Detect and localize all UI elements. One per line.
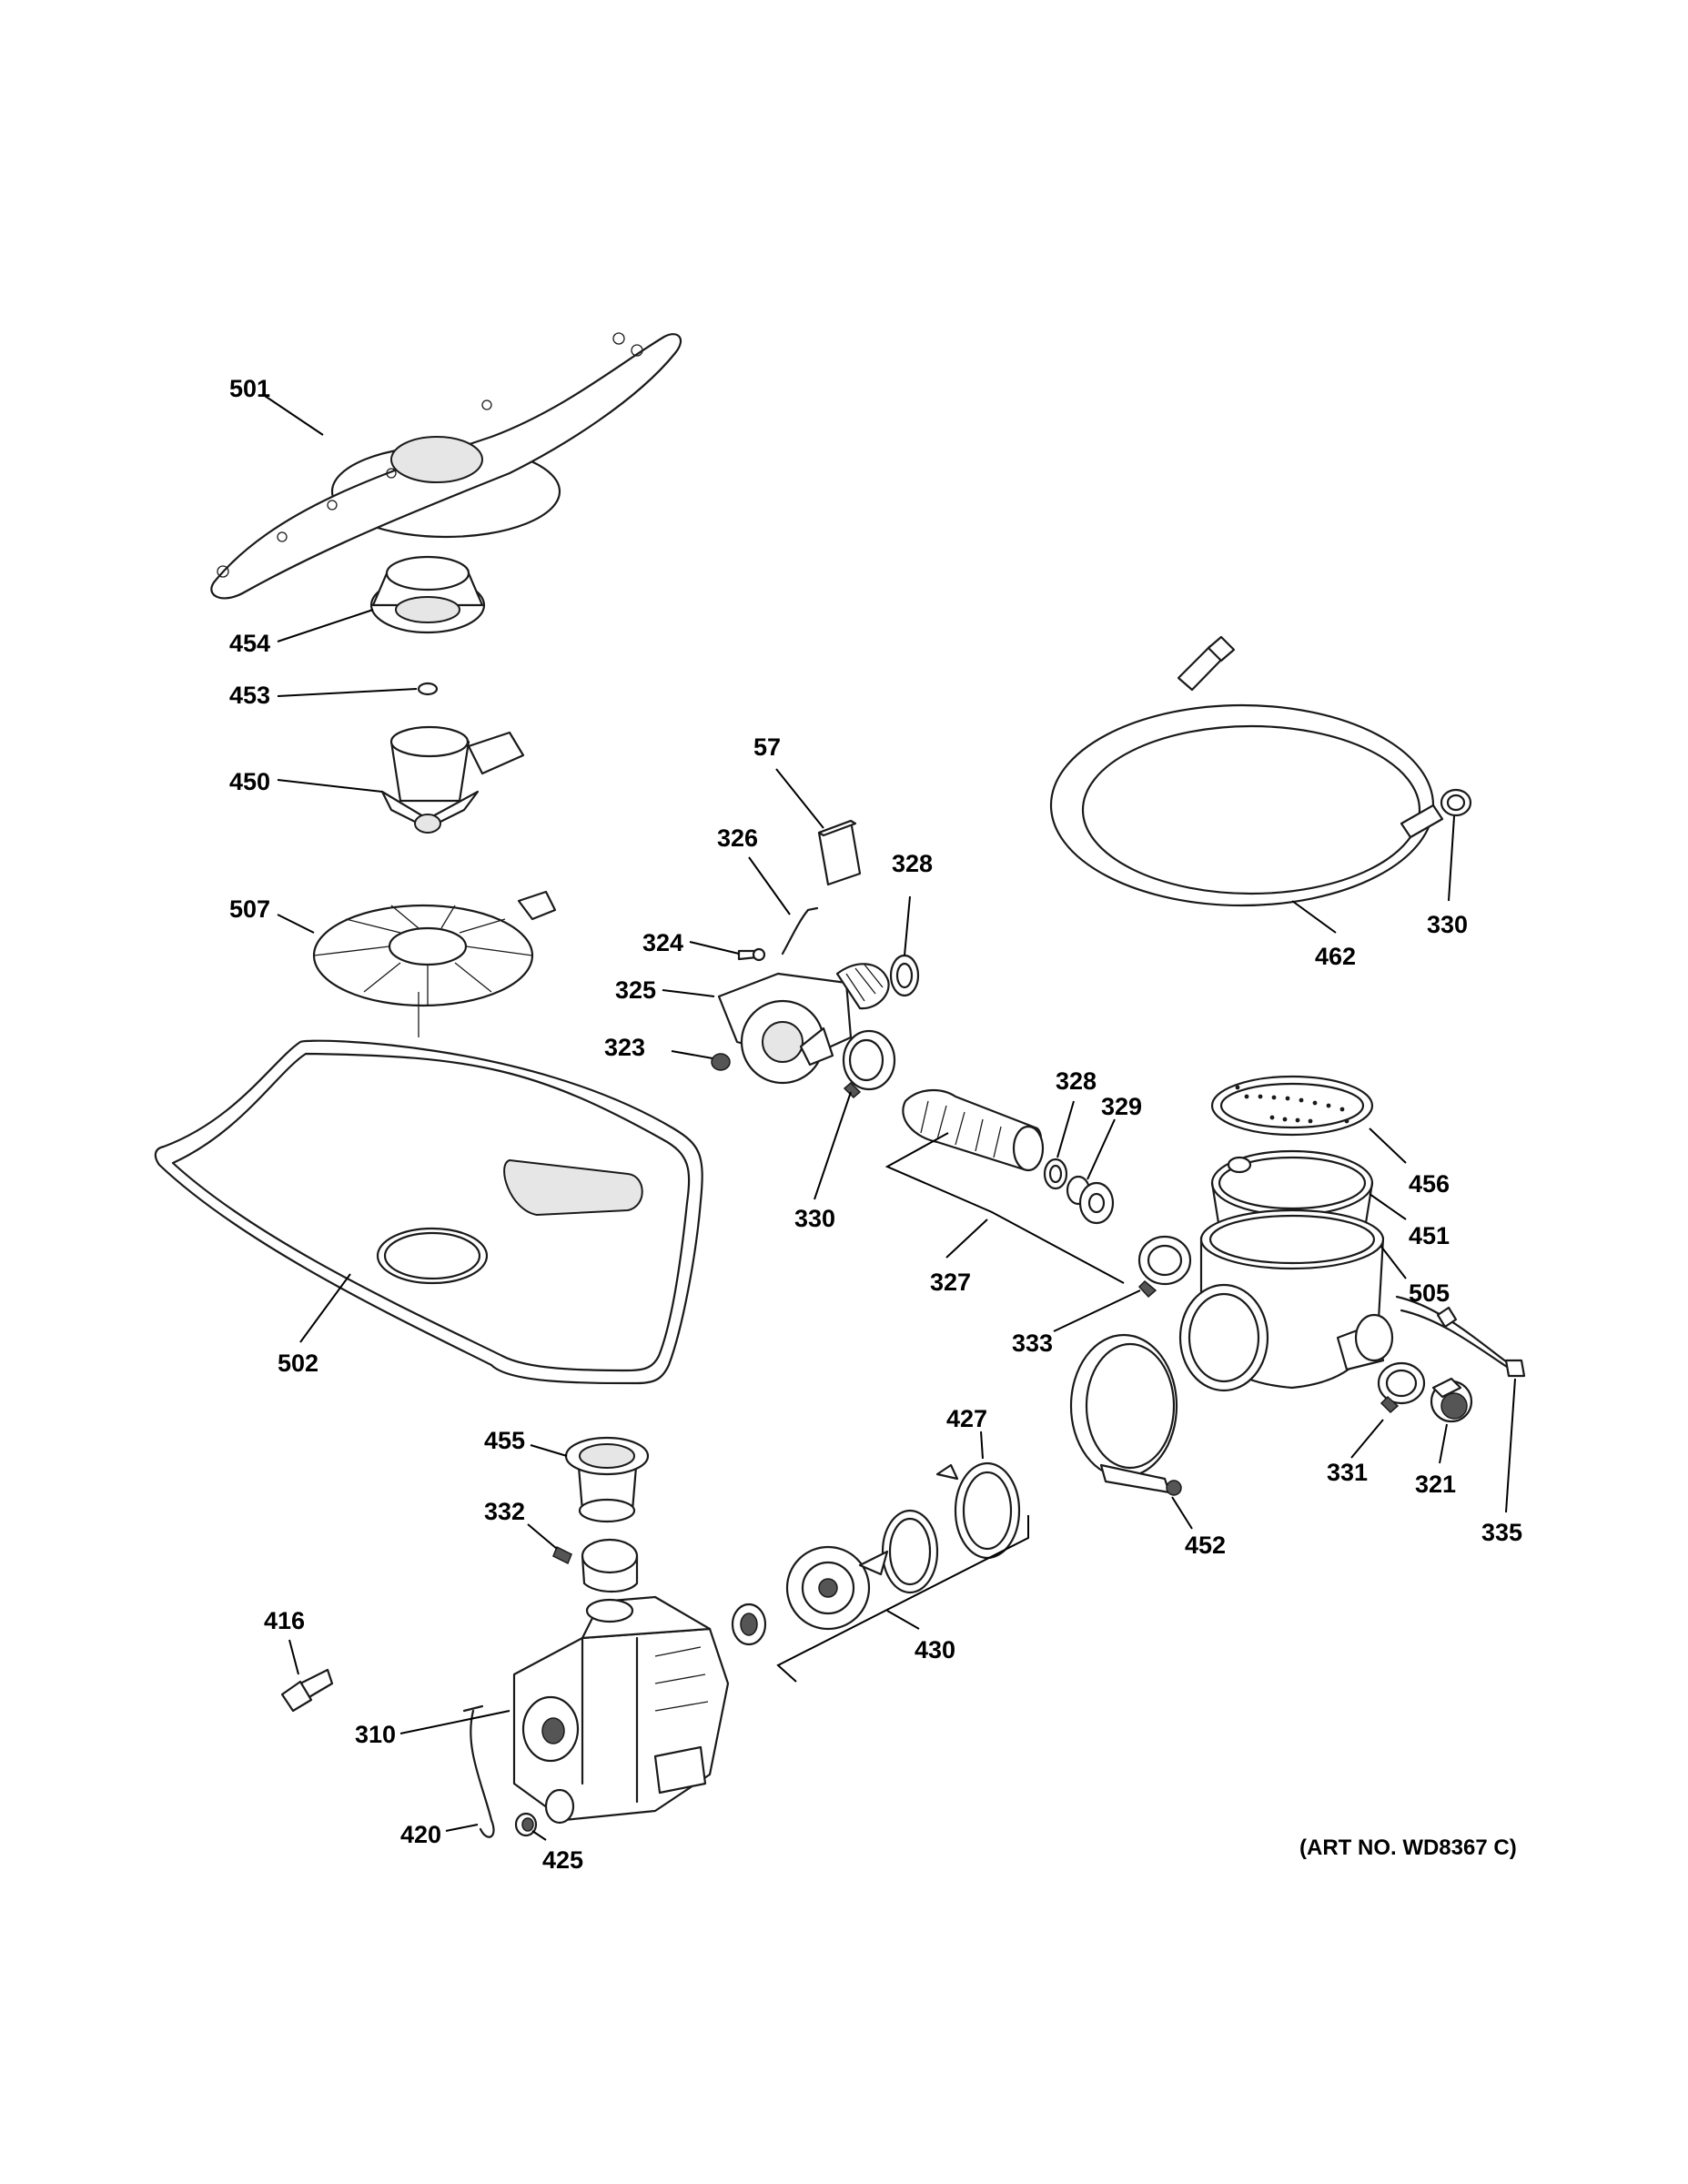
part-328-seal-ring-top [889, 954, 920, 997]
part-325-drain-pump [717, 963, 890, 1085]
callout-330-left: 330 [794, 1205, 835, 1232]
callout-501: 501 [229, 375, 270, 402]
callout-450: 450 [229, 768, 270, 795]
callout-425: 425 [542, 1846, 583, 1874]
part-502-sump-cover-gasket [154, 1039, 703, 1385]
part-330-hose-clamp-left [842, 1029, 896, 1099]
callout-labels: 501 454 453 450 507 502 57 326 328 324 3… [229, 375, 1522, 1874]
part-425-cap [514, 1812, 538, 1837]
callout-456: 456 [1409, 1170, 1450, 1198]
part-324-screw [737, 947, 766, 962]
art-number: (ART NO. WD8367 C) [1299, 1835, 1517, 1860]
part-451-sump-ring [1210, 1149, 1374, 1230]
callout-331: 331 [1327, 1459, 1368, 1486]
part-335-wire-harness [1395, 1295, 1526, 1378]
part-310-wash-motor [512, 1595, 730, 1825]
callout-454: 454 [229, 630, 270, 657]
callout-455: 455 [484, 1427, 525, 1454]
part-330-hose-clamp-right [1440, 788, 1472, 817]
callout-57: 57 [753, 733, 781, 761]
callout-333: 333 [1012, 1330, 1053, 1357]
part-454-spray-arm-hub [369, 555, 486, 634]
part-430-impeller-assembly [731, 1509, 939, 1646]
callout-329: 329 [1101, 1093, 1142, 1120]
part-427-retaining-ring [935, 1461, 1021, 1560]
callout-321: 321 [1415, 1471, 1456, 1498]
part-505-sump-housing [1178, 1208, 1394, 1392]
callout-326: 326 [717, 824, 758, 852]
part-329-fitting [1066, 1175, 1115, 1225]
callout-505: 505 [1409, 1279, 1450, 1307]
part-462-drain-hose [1049, 635, 1444, 907]
part-327-drain-tube [902, 1088, 1045, 1172]
callout-327: 327 [930, 1269, 971, 1296]
callout-323: 323 [604, 1034, 645, 1061]
part-453-o-ring [417, 682, 439, 696]
part-332-hose-clamp [552, 1538, 639, 1592]
callout-335: 335 [1481, 1519, 1522, 1546]
part-333-hose-clamp [1137, 1235, 1192, 1299]
callout-452: 452 [1185, 1532, 1226, 1559]
callout-328-top: 328 [892, 850, 933, 877]
part-328-seal-ring-lower [1043, 1158, 1068, 1190]
leader-lines [261, 393, 1516, 1841]
callout-310: 310 [355, 1721, 396, 1748]
callout-430: 430 [915, 1636, 955, 1663]
part-326-spring-wire [781, 906, 819, 956]
callout-420: 420 [400, 1821, 441, 1848]
part-420-wire-clip [462, 1704, 495, 1838]
part-452-large-clamp [1069, 1333, 1182, 1496]
callout-451: 451 [1409, 1222, 1450, 1249]
part-321-sensor [1430, 1377, 1473, 1423]
callout-332: 332 [484, 1498, 525, 1525]
callout-328-lower: 328 [1056, 1067, 1097, 1095]
callout-416: 416 [264, 1607, 305, 1634]
callout-330-right: 330 [1427, 911, 1468, 938]
callout-507: 507 [229, 895, 270, 923]
part-507-filter-assembly [312, 890, 557, 1037]
part-57-sensor-block [817, 819, 862, 886]
part-455-check-valve-seal [564, 1436, 650, 1523]
callout-427: 427 [946, 1405, 987, 1432]
part-416-bolt [280, 1668, 334, 1713]
callout-324: 324 [642, 929, 683, 956]
part-323-cap [711, 1053, 731, 1071]
part-450-spray-manifold [380, 725, 525, 834]
callout-502: 502 [278, 1350, 318, 1377]
part-456-gasket [1210, 1075, 1374, 1137]
part-331-hose-clamp [1377, 1361, 1426, 1414]
callout-453: 453 [229, 682, 270, 709]
callout-462: 462 [1315, 943, 1356, 970]
part-501-lower-spray-arm [210, 332, 682, 600]
callout-325: 325 [615, 976, 656, 1004]
